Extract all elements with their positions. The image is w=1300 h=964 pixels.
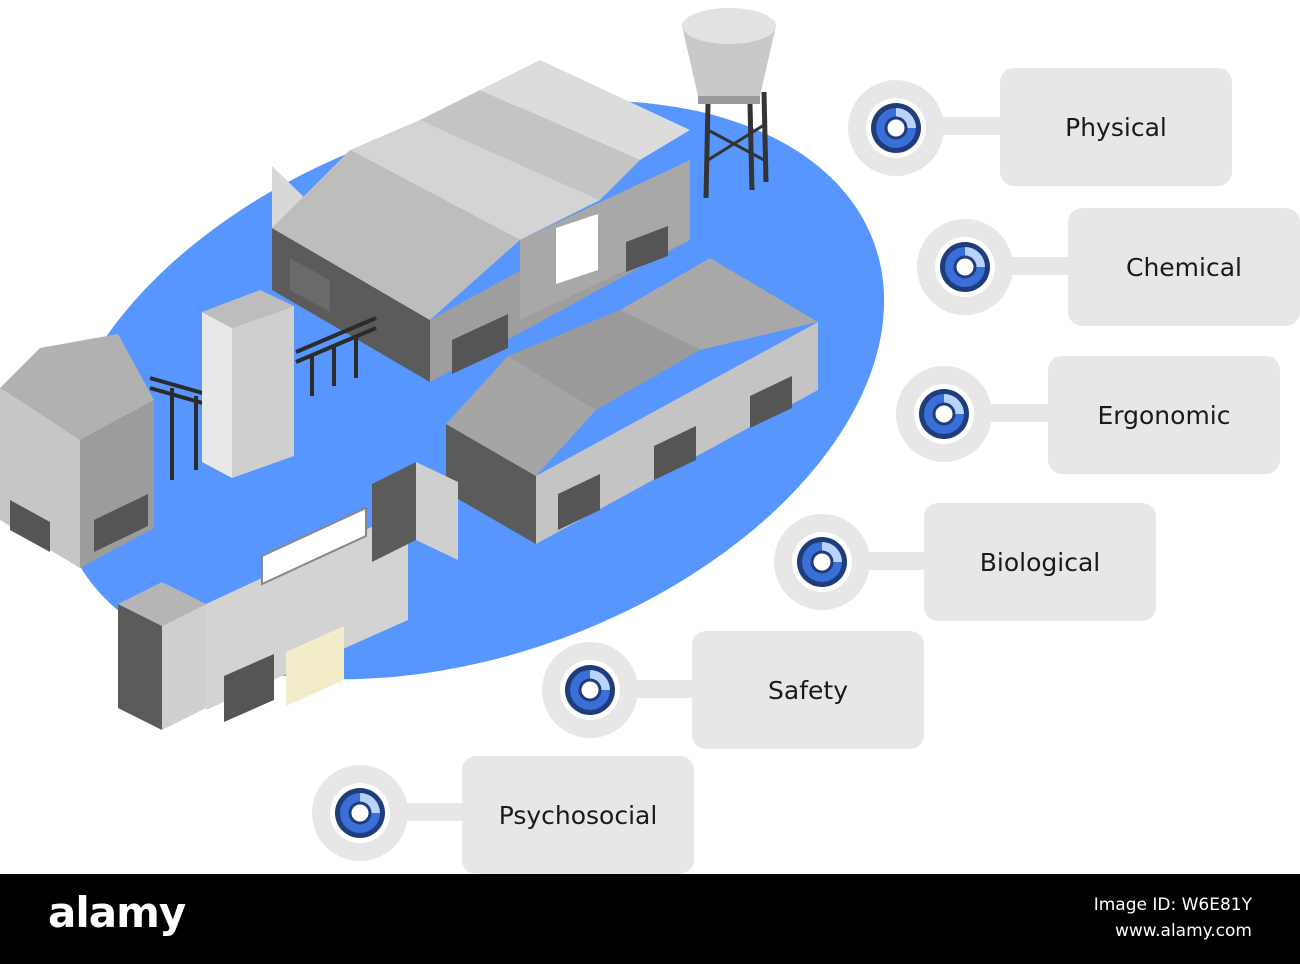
hazard-label-ergonomic: Ergonomic [1048,356,1280,474]
target-icon [560,660,620,720]
connector-line [866,552,930,570]
hazard-marker [848,80,944,176]
target-icon [330,783,390,843]
main-factory [272,60,690,382]
hazard-label-physical: Physical [1000,68,1232,186]
hazard-marker [917,219,1013,315]
connector-line [634,680,698,698]
hazard-label-safety: Safety [692,631,924,749]
site-url: www.alamy.com [1114,921,1252,941]
hazard-marker [774,514,870,610]
target-icon [792,532,852,592]
connector-line [404,803,468,821]
silo-building [202,290,294,478]
alamy-logo: alamy [48,888,186,937]
office-building [0,334,154,568]
hazard-marker [542,642,638,738]
image-id: Image ID: W6E81Y [1093,895,1252,915]
water-tower [682,8,776,199]
hazard-label-psychosocial: Psychosocial [462,756,694,874]
connector-line [940,117,1004,135]
hazard-marker [312,765,408,861]
footer-bar: alamy Image ID: W6E81Y www.alamy.com [0,874,1300,964]
factory-illustration [0,8,885,730]
hazard-label-chemical: Chemical [1068,208,1300,326]
connector-line [1008,257,1074,275]
hazard-marker [896,366,992,462]
warehouse [446,258,818,544]
connector-line [988,404,1054,422]
gate-building [118,462,458,730]
target-icon [914,384,974,444]
hazard-label-biological: Biological [924,503,1156,621]
target-icon [935,237,995,297]
image-credit: Image ID: W6E81Y www.alamy.com [1094,892,1252,944]
target-icon [866,98,926,158]
